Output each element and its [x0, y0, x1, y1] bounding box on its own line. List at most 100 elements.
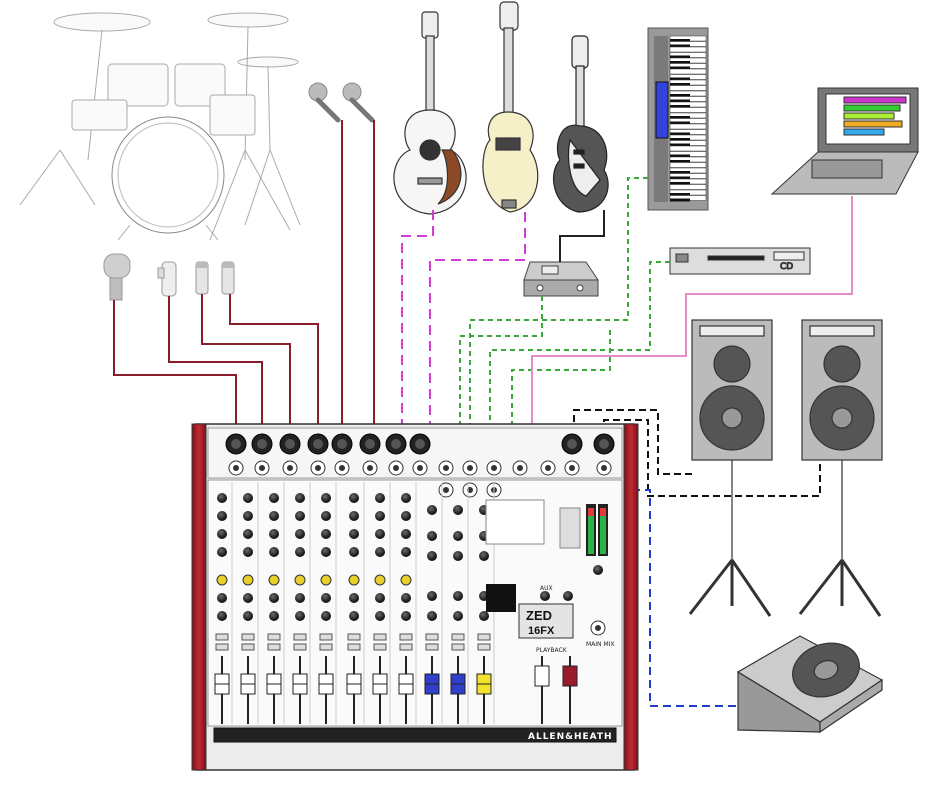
- pfl-button: [267, 633, 281, 641]
- knob: [401, 493, 411, 503]
- microphone-icon: [103, 253, 131, 301]
- black-key: [670, 44, 690, 48]
- knob: [453, 551, 463, 561]
- knob: [217, 547, 227, 557]
- knob: [217, 529, 227, 539]
- knob: [321, 547, 331, 557]
- master-fader-cap: [534, 665, 550, 687]
- knob: [295, 611, 305, 621]
- knob: [453, 611, 463, 621]
- black-key: [670, 182, 690, 185]
- black-key: [670, 94, 690, 97]
- black-key: [670, 138, 690, 141]
- knob: [295, 547, 305, 557]
- knob: [349, 529, 359, 539]
- knob: [243, 493, 253, 503]
- knob: [243, 529, 253, 539]
- aux-knob: [242, 574, 254, 586]
- xlr-core: [337, 439, 347, 449]
- white-key: [669, 85, 707, 91]
- black-key: [670, 154, 690, 158]
- jack-core: [259, 465, 265, 471]
- mute-button: [215, 643, 229, 651]
- channel-strips: [214, 482, 578, 724]
- knob: [375, 547, 385, 557]
- cable-di-lines: [559, 210, 605, 262]
- label-main-mix: MAIN MIX: [586, 641, 615, 648]
- knob: [479, 611, 489, 621]
- mute-button: [477, 643, 491, 651]
- knob: [321, 493, 331, 503]
- speaker-icon: [798, 319, 883, 617]
- xlr-core: [415, 439, 425, 449]
- knob: [453, 591, 463, 601]
- knob: [349, 511, 359, 521]
- label-aux: AUX: [540, 585, 553, 592]
- cable-speaker: [573, 409, 821, 497]
- knob: [269, 529, 279, 539]
- white-key: [669, 46, 707, 53]
- jack-core: [601, 465, 607, 471]
- aux-knob: [348, 574, 360, 586]
- knob: [295, 493, 305, 503]
- knob: [269, 493, 279, 503]
- knob: [427, 531, 437, 541]
- knob: [349, 611, 359, 621]
- knob: [217, 611, 227, 621]
- cd-player-icon: CD: [669, 247, 811, 275]
- knob: [401, 529, 411, 539]
- xlr-inputs: [225, 433, 615, 498]
- mute-button: [399, 643, 413, 651]
- mute-button: [241, 643, 255, 651]
- jack-core: [491, 465, 497, 471]
- knob: [349, 547, 359, 557]
- knob: [427, 551, 437, 561]
- black-key: [670, 83, 690, 86]
- cable-computer: [531, 196, 853, 480]
- pfl-button: [477, 633, 491, 641]
- aux-knob: [216, 574, 228, 586]
- white-key: [669, 184, 707, 190]
- knob: [375, 593, 385, 603]
- knob: [427, 611, 437, 621]
- aux-knob: [400, 574, 412, 586]
- knob: [269, 547, 279, 557]
- jack-core: [367, 465, 373, 471]
- knob: [243, 511, 253, 521]
- pfl-button: [319, 633, 333, 641]
- xlr-core: [365, 439, 375, 449]
- mute-button: [267, 643, 281, 651]
- stage-monitor-icon: [736, 635, 884, 734]
- knob: [401, 611, 411, 621]
- knob: [243, 547, 253, 557]
- mute-button: [373, 643, 387, 651]
- white-key: [669, 145, 707, 152]
- knob: [479, 551, 489, 561]
- black-key: [670, 176, 690, 180]
- knob: [295, 511, 305, 521]
- jack-core: [417, 465, 423, 471]
- knob: [401, 547, 411, 557]
- knob: [217, 593, 227, 603]
- electric-guitar-icon: [552, 35, 609, 213]
- knob: [427, 505, 437, 515]
- pfl-button: [215, 633, 229, 641]
- knob: [217, 493, 227, 503]
- cable-instrument-lines: [401, 210, 526, 468]
- black-key: [670, 193, 690, 196]
- black-key: [670, 143, 690, 147]
- knob: [321, 511, 331, 521]
- cable-monitor: [606, 489, 738, 707]
- knob: [269, 593, 279, 603]
- pfl-button: [347, 633, 361, 641]
- master-fader-cap: [562, 665, 578, 687]
- jack-core: [517, 465, 523, 471]
- knob: [375, 493, 385, 503]
- pfl-button: [293, 633, 307, 641]
- black-key: [670, 121, 690, 125]
- black-key: [670, 77, 690, 81]
- knob: [295, 593, 305, 603]
- microphone-icon: [157, 261, 177, 297]
- knob: [321, 611, 331, 621]
